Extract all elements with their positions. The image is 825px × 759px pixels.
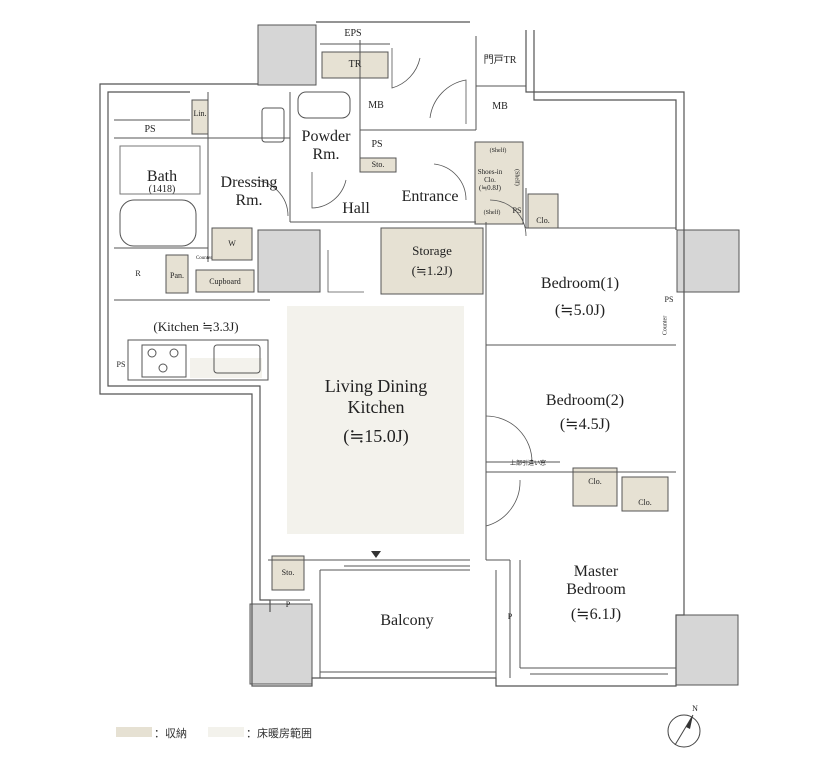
mb-label-2: MB <box>492 101 508 112</box>
tr-fill <box>321 51 389 79</box>
door-swing <box>433 163 467 201</box>
column-center <box>257 229 321 293</box>
powder-room-label: Powder Rm. <box>301 128 351 164</box>
ps-label-right: PS <box>664 295 674 304</box>
sink <box>261 107 285 143</box>
pantry-fill <box>165 254 189 294</box>
ps-label-entrance: PS <box>512 206 522 215</box>
ldk-label: Living Dining Kitchen <box>324 376 428 417</box>
legend-floor-heating-swatch <box>208 727 244 737</box>
bathtub <box>119 199 197 247</box>
shelf-bottom-label: (Shelf) <box>483 210 501 216</box>
door-swing <box>311 172 347 209</box>
bath-size-label: (1418) <box>148 184 176 195</box>
clo-bed2-fill <box>572 467 618 507</box>
outer-wall-right-inner <box>533 30 677 230</box>
bath-floor <box>119 145 201 195</box>
counter-right-label: Counter <box>662 315 669 336</box>
washer-fill <box>211 227 253 261</box>
door-swing <box>489 199 527 237</box>
door-swing <box>391 48 421 89</box>
column-bottom-right <box>675 614 739 686</box>
counter-small-label: Counter <box>195 256 213 261</box>
shelf-side-label: (Shelf) <box>513 169 520 186</box>
door-swing <box>327 250 364 293</box>
shoes-in-closet-label: Shoes-in Clo. (≒0.8J) <box>477 168 503 193</box>
legend-storage-label: ：収納 <box>154 728 187 740</box>
bath-label: Bath <box>146 168 178 185</box>
balcony-label: Balcony <box>380 612 434 629</box>
clo-bed2-label: Clo. <box>588 477 602 486</box>
hall-label: Hall <box>342 200 370 217</box>
sliding-window-note: 上部引違い窓 <box>509 460 546 467</box>
door-swing <box>485 415 533 463</box>
tr-label: TR <box>348 59 362 70</box>
floor-heating-area <box>287 306 464 534</box>
washer-label: W <box>228 239 236 248</box>
door-swing <box>251 179 289 217</box>
pantry-label: Pan. <box>170 271 184 280</box>
stove <box>141 344 187 378</box>
dressing-room-label: Dressing Rm. <box>220 174 278 210</box>
clo-master-fill <box>621 476 669 512</box>
storage-size-label: (≒1.2J) <box>411 263 453 278</box>
bedroom2-size-label: (≒4.5J) <box>559 416 611 433</box>
floor-heating-kitchen <box>190 358 262 378</box>
eps-label: EPS <box>344 28 362 39</box>
ps-label-left: PS <box>116 360 126 369</box>
clo-entrance-fill <box>527 193 559 229</box>
door-swing <box>485 479 521 527</box>
sto-balcony-fill <box>271 555 305 591</box>
p-right-label: P <box>507 612 513 621</box>
storage-label: Storage <box>412 243 452 258</box>
column-right <box>676 229 740 293</box>
kitchen-counter <box>127 339 269 381</box>
legend-floor-heating-label: ：床暖房範囲 <box>246 728 312 740</box>
toilet <box>297 91 351 119</box>
mb-label-1: MB <box>368 100 384 111</box>
ps-label-top: PS <box>144 124 156 135</box>
storage-fill <box>380 227 484 295</box>
p-left-label: P <box>285 600 291 609</box>
refrigerator-label: R <box>135 269 141 278</box>
compass-icon <box>667 714 701 748</box>
burner <box>147 348 157 358</box>
master-bedroom-size-label: (≒6.1J) <box>570 606 622 623</box>
bedroom2-label: Bedroom(2) <box>545 392 625 409</box>
sto-hall-label: Sto. <box>371 160 385 169</box>
ldk-size-label: (≒15.0J) <box>343 426 409 446</box>
kitchen-sink <box>213 344 261 374</box>
cupboard-label: Cupboard <box>209 277 241 286</box>
kitchen-label: (Kitchen ≒3.3J) <box>153 319 239 334</box>
burner <box>158 363 168 373</box>
sto-balcony-label: Sto. <box>281 568 295 577</box>
balcony-arrow <box>371 551 381 558</box>
gate-tr-label: 門戸TR <box>483 55 517 66</box>
ps-label-powder: PS <box>371 139 383 150</box>
shelf-top-label: (Shelf) <box>489 148 507 154</box>
clo-master-label: Clo. <box>638 498 652 507</box>
clo-entrance-label: Clo. <box>536 216 550 225</box>
bedroom1-label: Bedroom(1) <box>540 275 620 292</box>
entrance-label: Entrance <box>401 188 459 205</box>
lin-label: Lin. <box>193 109 207 118</box>
column-bottom-left <box>249 603 313 685</box>
legend-storage-swatch <box>116 727 152 737</box>
door-swing <box>429 79 467 124</box>
compass-north-label: N <box>692 704 698 713</box>
burner <box>169 348 179 358</box>
cupboard-fill <box>195 269 255 293</box>
bedroom1-size-label: (≒5.0J) <box>554 302 606 319</box>
master-bedroom-label: Master Bedroom <box>566 563 626 599</box>
column-top <box>257 24 317 86</box>
